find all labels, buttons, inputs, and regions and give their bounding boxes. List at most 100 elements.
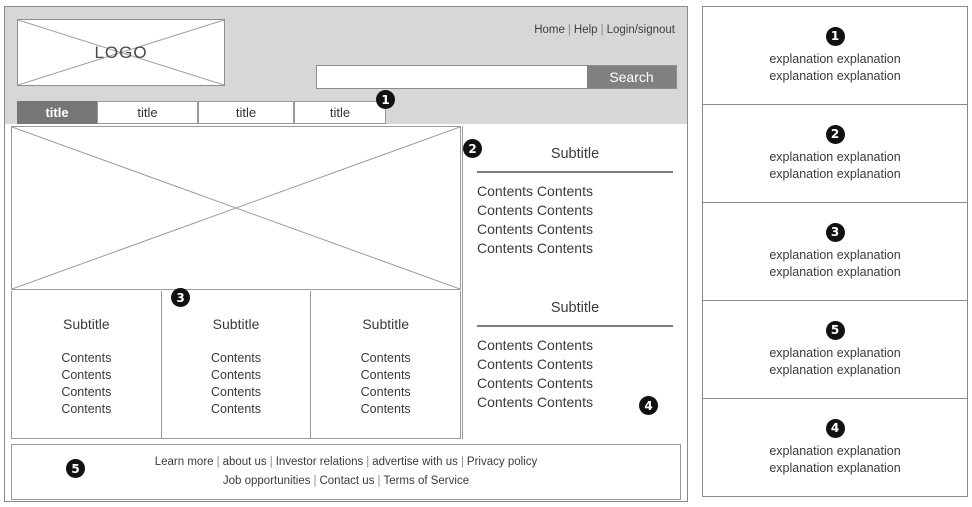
explanation-line: explanation explanation (769, 362, 901, 377)
divider (477, 325, 673, 327)
website-mockup: LOGO Home|Help|Login/signout Search titl… (4, 6, 688, 502)
sidebar-subtitle: Subtitle (550, 146, 600, 162)
column-subtitle: Subtitle (362, 316, 410, 332)
explanation-text: explanation explanation explanation expl… (769, 247, 900, 281)
callout-badge-2: 2 (463, 139, 482, 158)
footer-link-learn-more[interactable]: Learn more (154, 456, 214, 468)
content-column-3: Subtitle Contents Contents Contents Cont… (311, 291, 460, 438)
link-separator: | (313, 475, 317, 487)
logo-label: LOGO (94, 42, 148, 62)
nav-tab-1[interactable]: title (17, 101, 97, 124)
explanation-box-2: 2 explanation explanation explanation ex… (702, 104, 968, 203)
sidebar-subtitle: Subtitle (550, 300, 600, 316)
sidebar-block-2: Subtitle Contents Contents Contents Cont… (477, 280, 673, 412)
footer-link-privacy-policy[interactable]: Privacy policy (466, 456, 538, 468)
explanation-text: explanation explanation explanation expl… (769, 51, 900, 85)
sidebar-line: Contents Contents (477, 183, 593, 199)
hero-cross-icon (12, 127, 460, 289)
search-button[interactable]: Search (587, 66, 676, 88)
hero-image-placeholder[interactable] (11, 126, 461, 290)
footer-link-investor-relations[interactable]: Investor relations (275, 456, 364, 468)
link-separator: | (600, 24, 604, 36)
explanation-line: explanation explanation (769, 345, 901, 360)
column-line: Contents (210, 368, 262, 382)
explanation-text: explanation explanation explanation expl… (769, 443, 900, 477)
site-footer: Learn more|about us|Investor relations|a… (11, 444, 681, 500)
sidebar-line: Contents Contents (477, 394, 593, 410)
footer-link-list: Learn more|about us|Investor relations|a… (155, 453, 537, 491)
explanation-text: explanation explanation explanation expl… (769, 149, 900, 183)
callout-badge-3: 3 (171, 288, 190, 307)
explanation-panel: 1 explanation explanation explanation ex… (702, 6, 968, 502)
column-line: Contents (360, 368, 411, 382)
top-link-home[interactable]: Home (534, 24, 565, 36)
link-separator: | (377, 475, 381, 487)
column-subtitle: Subtitle (62, 316, 110, 332)
site-header: LOGO Home|Help|Login/signout Search titl… (5, 7, 687, 124)
explanation-line: explanation explanation (769, 264, 901, 279)
explanation-line: explanation explanation (769, 149, 901, 164)
column-line: Contents (210, 351, 262, 365)
sidebar-line: Contents Contents (477, 202, 593, 218)
column-line: Contents (61, 385, 112, 399)
footer-link-terms-of-service[interactable]: Terms of Service (383, 475, 470, 487)
callout-badge-1: 1 (376, 90, 395, 109)
explanation-line: explanation explanation (769, 51, 901, 66)
search-bar: Search (316, 65, 677, 89)
top-link-login-signout[interactable]: Login/signout (606, 24, 675, 36)
explanation-box-4: 5 explanation explanation explanation ex… (702, 300, 968, 399)
sidebar-line: Contents Contents (477, 356, 593, 372)
explanation-box-5: 4 explanation explanation explanation ex… (702, 398, 968, 497)
sidebar-content-column: Subtitle Contents Contents Contents Cont… (462, 126, 687, 439)
footer-link-about-us[interactable]: about us (222, 456, 267, 468)
column-line: Contents (360, 402, 411, 416)
explanation-badge-3: 3 (825, 222, 845, 242)
link-separator: | (216, 456, 220, 468)
explanation-line: explanation explanation (769, 443, 901, 458)
link-separator: | (567, 24, 571, 36)
three-column-section: Subtitle Contents Contents Contents Cont… (11, 291, 461, 439)
column-line: Contents (210, 402, 262, 416)
link-separator: | (269, 456, 273, 468)
column-line: Contents (61, 368, 112, 382)
footer-row-1: Learn more|about us|Investor relations|a… (155, 453, 537, 472)
footer-row-2: Job opportunities|Contact us|Terms of Se… (155, 472, 537, 491)
column-line: Contents (210, 385, 262, 399)
column-line: Contents (61, 351, 112, 365)
sidebar-line: Contents Contents (477, 240, 593, 256)
logo-cross-icon (18, 20, 224, 85)
nav-tab-2[interactable]: title (97, 101, 198, 124)
sidebar-line: Contents Contents (477, 337, 593, 353)
sidebar-block-1: Subtitle Contents Contents Contents Cont… (477, 126, 673, 258)
column-line: Contents (360, 385, 411, 399)
sidebar-line: Contents Contents (477, 221, 593, 237)
search-input[interactable] (317, 66, 587, 88)
logo-placeholder[interactable]: LOGO (17, 19, 225, 86)
explanation-box-3: 3 explanation explanation explanation ex… (702, 202, 968, 301)
spacer (477, 258, 673, 280)
top-link-help[interactable]: Help (573, 24, 598, 36)
nav-tab-4[interactable]: title (294, 101, 386, 124)
footer-link-job-opportunities[interactable]: Job opportunities (222, 475, 311, 487)
content-column-1: Subtitle Contents Contents Contents Cont… (12, 291, 162, 438)
main-navigation: title title title title (5, 101, 687, 124)
top-utility-links: Home|Help|Login/signout (534, 24, 675, 36)
explanation-line: explanation explanation (769, 166, 901, 181)
nav-tab-3[interactable]: title (198, 101, 294, 124)
explanation-box-1: 1 explanation explanation explanation ex… (702, 6, 968, 105)
explanation-badge-5: 5 (825, 320, 845, 340)
footer-link-advertise-with-us[interactable]: advertise with us (372, 456, 458, 468)
column-line: Contents (61, 402, 112, 416)
column-subtitle: Subtitle (212, 316, 260, 332)
divider (477, 171, 673, 173)
link-separator: | (460, 456, 464, 468)
callout-badge-5: 5 (66, 459, 85, 478)
column-line: Contents (360, 351, 411, 365)
explanation-badge-4: 4 (825, 418, 845, 438)
footer-link-contact-us[interactable]: Contact us (319, 475, 375, 487)
explanation-badge-1: 1 (825, 26, 845, 46)
explanation-line: explanation explanation (769, 68, 901, 83)
sidebar-line: Contents Contents (477, 375, 593, 391)
content-column-2: Subtitle Contents Contents Contents Cont… (162, 291, 312, 438)
